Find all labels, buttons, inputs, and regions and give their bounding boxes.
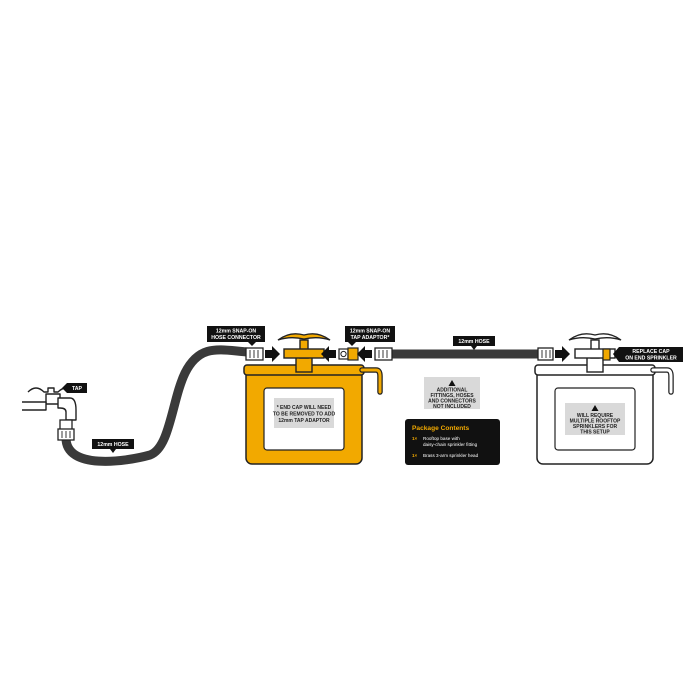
replace-cap-label: REPLACE CAP ON END SPRINKLER xyxy=(613,347,683,362)
svg-text:SPRINKLERS FOR: SPRINKLERS FOR xyxy=(573,424,618,430)
svg-text:MULTIPLE ROOFTOP: MULTIPLE ROOFTOP xyxy=(570,419,621,425)
package-title: Package Contents xyxy=(412,425,469,432)
svg-text:WILL REQUIRE: WILL REQUIRE xyxy=(577,413,614,419)
svg-text:12mm SNAP-ON: 12mm SNAP-ON xyxy=(216,329,257,335)
warning-icon xyxy=(448,380,456,386)
svg-text:REPLACE CAP: REPLACE CAP xyxy=(632,349,670,355)
hose-left-label: 12mm HOSE xyxy=(92,439,134,453)
hose-left xyxy=(61,345,253,466)
tap-label: TAP xyxy=(62,383,87,393)
tap-adaptor-label: 12mm SNAP-ON TAP ADAPTOR* xyxy=(345,326,395,346)
svg-text:ON END SPRINKLER: ON END SPRINKLER xyxy=(625,355,677,361)
hose-connector-middle-left xyxy=(374,347,393,361)
snap-connector-label: 12mm SNAP-ON HOSE CONNECTOR xyxy=(207,326,265,346)
warning-icon xyxy=(591,405,599,411)
end-cap-yellow xyxy=(602,348,611,361)
svg-text:THIS SETUP: THIS SETUP xyxy=(580,430,610,436)
tap-hose-fitting xyxy=(57,419,75,441)
svg-text:TAP: TAP xyxy=(72,386,83,392)
svg-text:ADDITIONAL: ADDITIONAL xyxy=(437,388,468,394)
package-item-text: daisy-chain sprinkler fitting xyxy=(423,442,478,447)
svg-text:* END CAP WILL NEED: * END CAP WILL NEED xyxy=(277,405,332,411)
svg-text:HOSE CONNECTOR: HOSE CONNECTOR xyxy=(211,335,261,341)
svg-text:AND CONNECTORS: AND CONNECTORS xyxy=(428,399,476,405)
arrow-left-icon xyxy=(321,346,336,362)
snap-on-hose-connector xyxy=(245,347,264,361)
svg-text:TAP ADAPTOR*: TAP ADAPTOR* xyxy=(351,335,391,341)
package-item-text: Rooftop base with xyxy=(423,436,460,441)
svg-text:FITTINGS, HOSES: FITTINGS, HOSES xyxy=(430,393,474,399)
svg-text:12mm TAP ADAPTOR: 12mm TAP ADAPTOR xyxy=(278,418,330,424)
svg-text:12mm HOSE: 12mm HOSE xyxy=(458,339,490,345)
snap-on-tap-adaptor xyxy=(338,347,359,361)
end-cap-note: * END CAP WILL NEED TO BE REMOVED TO ADD… xyxy=(273,398,336,428)
svg-text:12mm SNAP-ON: 12mm SNAP-ON xyxy=(350,329,391,335)
svg-text:NOT INCLUDED: NOT INCLUDED xyxy=(433,404,471,410)
arrow-right-icon xyxy=(555,346,570,362)
arrow-left-icon xyxy=(357,346,372,362)
multiple-sprinklers-note: WILL REQUIRE MULTIPLE ROOFTOP SPRINKLERS… xyxy=(565,403,625,436)
package-item-qty: 1× xyxy=(412,436,418,441)
svg-text:12mm HOSE: 12mm HOSE xyxy=(97,442,129,448)
svg-text:TO BE REMOVED TO ADD: TO BE REMOVED TO ADD xyxy=(273,412,336,418)
hose-connector-right xyxy=(537,347,554,361)
package-contents-box: Package Contents 1× Rooftop base with da… xyxy=(405,419,500,465)
package-item-qty: 1× xyxy=(412,453,418,458)
arrow-right-icon xyxy=(265,346,280,362)
package-item-text: Brass 3-arm sprinkler head xyxy=(423,453,479,458)
hose-middle-label: 12mm HOSE xyxy=(453,336,495,350)
tap-icon xyxy=(22,387,77,421)
additional-fittings-note: ADDITIONAL FITTINGS, HOSES AND CONNECTOR… xyxy=(424,377,480,410)
